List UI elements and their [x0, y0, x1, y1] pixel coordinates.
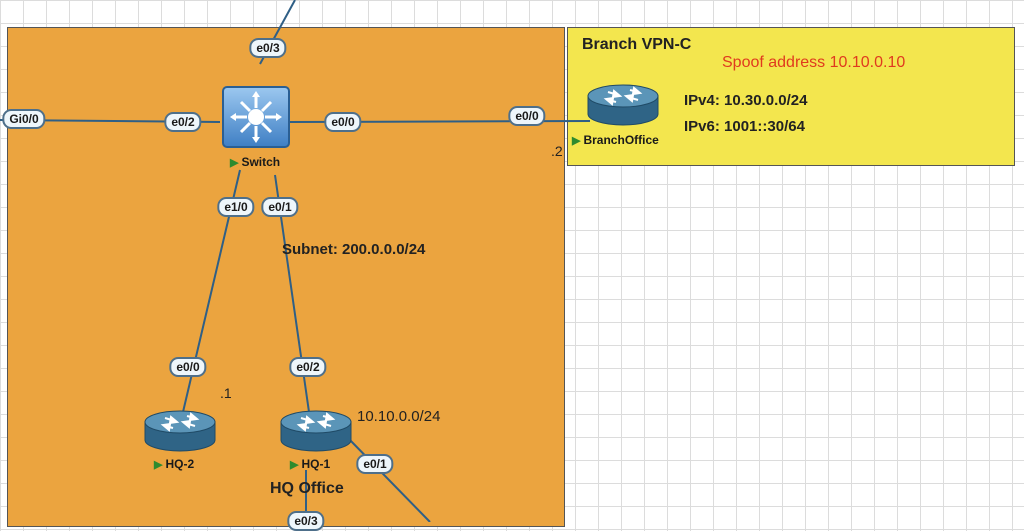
port-switch-e0-1[interactable]: e0/1 — [261, 197, 299, 217]
branch-zone-title: Branch VPN-C — [582, 36, 692, 53]
running-icon: ▶ — [230, 157, 239, 169]
router-icon — [587, 84, 659, 126]
switch-device[interactable] — [222, 86, 290, 148]
host-dot2: .2 — [551, 143, 563, 159]
port-hq1-e0-1[interactable]: e0/1 — [356, 454, 394, 474]
port-switch-e0-3[interactable]: e0/3 — [249, 38, 287, 58]
router-icon — [144, 410, 216, 452]
branch-office-label: ▶BranchOffice — [572, 133, 659, 147]
hq1-label: ▶HQ-1 — [290, 457, 331, 471]
running-icon: ▶ — [290, 459, 299, 471]
hq1-router[interactable] — [279, 410, 353, 454]
router-icon — [280, 410, 352, 452]
running-icon: ▶ — [154, 459, 163, 471]
port-branch-e0-0[interactable]: e0/0 — [508, 106, 546, 126]
hq1-subnet-label: 10.10.0.0/24 — [357, 408, 441, 425]
host-dot1: .1 — [220, 385, 232, 401]
switch-icon — [222, 86, 290, 148]
spoof-address-text: Spoof address 10.10.0.10 — [722, 54, 906, 71]
port-switch-e1-0[interactable]: e1/0 — [217, 197, 255, 217]
port-switch-e0-2[interactable]: e0/2 — [164, 112, 202, 132]
hq-subnet-label: Subnet: 200.0.0.0/24 — [282, 241, 426, 258]
port-hq1-e0-2[interactable]: e0/2 — [289, 357, 327, 377]
hq-zone-title: HQ Office — [270, 480, 344, 497]
port-hq2-e0-0[interactable]: e0/0 — [169, 357, 207, 377]
hq2-label: ▶HQ-2 — [154, 457, 195, 471]
running-icon: ▶ — [572, 135, 581, 147]
link-hq1-down — [347, 437, 431, 522]
port-switch-e0-0[interactable]: e0/0 — [324, 112, 362, 132]
switch-label: ▶Switch — [230, 155, 281, 169]
branch-ipv4: IPv4: 10.30.0.0/24 — [684, 92, 808, 109]
branch-ipv6: IPv6: 1001::30/64 — [684, 118, 805, 135]
port-bottom-partial[interactable]: e0/3 — [287, 511, 325, 531]
hq2-router[interactable] — [143, 410, 217, 454]
branch-office-router[interactable] — [586, 84, 660, 128]
port-gi0-0[interactable]: Gi0/0 — [2, 109, 46, 129]
